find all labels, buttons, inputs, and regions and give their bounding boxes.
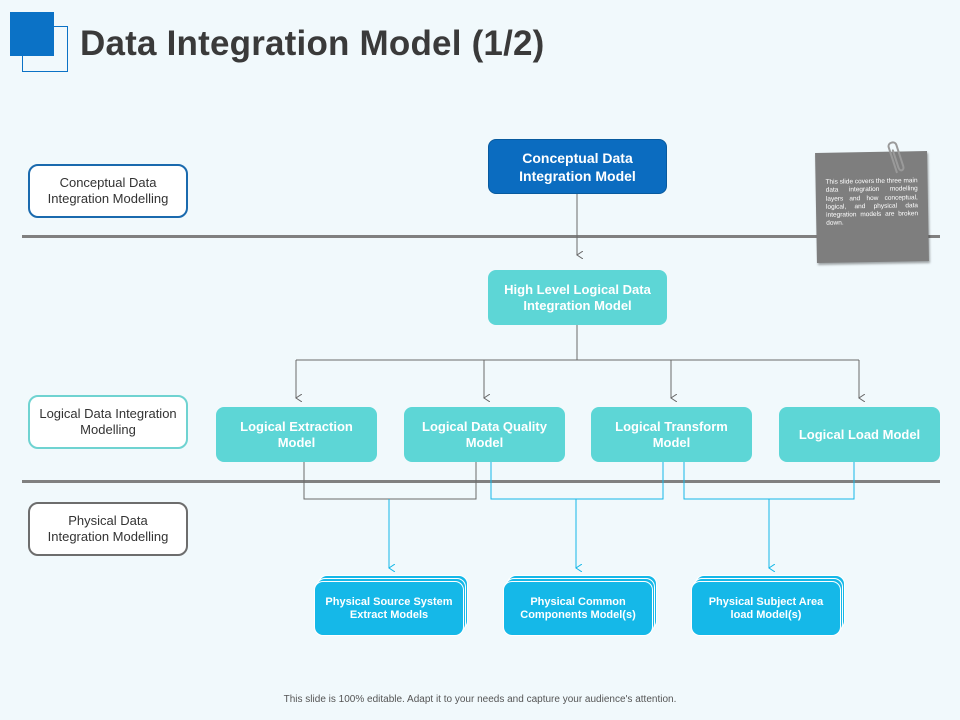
sticky-note: This slide covers the three main data in…	[815, 151, 929, 263]
layer-label-conceptual: Conceptual Data Integration Modelling	[28, 164, 188, 218]
connector-quality-transform-bracket	[490, 462, 664, 500]
connector-transform-load-bracket	[683, 462, 855, 500]
physical-source-extract-box: Physical Source System Extract Models	[314, 581, 464, 636]
layer-divider-top	[22, 235, 940, 238]
logical-load-model-box: Logical Load Model	[779, 407, 940, 462]
paperclip-icon	[887, 141, 905, 174]
layer-label-logical: Logical Data Integration Modelling	[28, 395, 188, 449]
conceptual-model-box: Conceptual Data Integration Model	[488, 139, 667, 194]
logo-filled-square	[10, 12, 54, 56]
physical-subject-area-box: Physical Subject Area load Model(s)	[691, 581, 841, 636]
layer-label-physical: Physical Data Integration Modelling	[28, 502, 188, 556]
high-level-logical-model-box: High Level Logical Data Integration Mode…	[488, 270, 667, 325]
page-title: Data Integration Model (1/2)	[80, 24, 545, 63]
connector-extraction-quality-bracket	[303, 462, 477, 500]
logical-transform-model-box: Logical Transform Model	[591, 407, 752, 462]
logical-extraction-model-box: Logical Extraction Model	[216, 407, 377, 462]
logical-data-quality-model-box: Logical Data Quality Model	[404, 407, 565, 462]
footer-note: This slide is 100% editable. Adapt it to…	[283, 694, 677, 705]
layer-divider-bottom	[22, 480, 940, 483]
physical-common-components-box: Physical Common Components Model(s)	[503, 581, 653, 636]
